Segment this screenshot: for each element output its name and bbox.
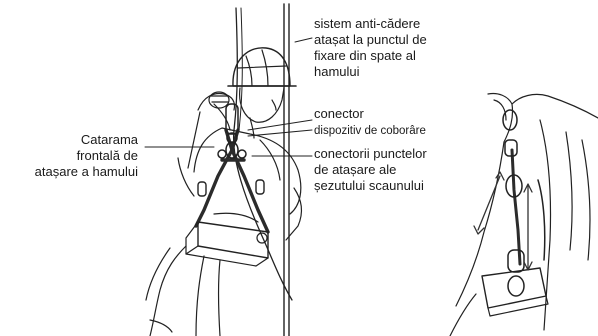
inset-body-outline bbox=[450, 93, 598, 336]
label-connector: conector bbox=[314, 106, 364, 122]
label-anti-fall-system: sistem anti-cădere atașat la punctul de … bbox=[314, 16, 427, 80]
worker-legs bbox=[146, 246, 220, 336]
label-front-buckle: Catarama frontală de atașare a hamului bbox=[35, 132, 138, 180]
label-descent-device: dispozitiv de coborâre bbox=[314, 124, 426, 138]
inset-seat bbox=[482, 268, 548, 316]
inset-strap bbox=[512, 150, 520, 264]
label-seat-connectors: conectorii punctelor de atașare ale șezu… bbox=[314, 146, 427, 194]
seat-connectors bbox=[198, 180, 264, 196]
worker-head bbox=[240, 88, 284, 138]
helmet bbox=[228, 48, 296, 86]
